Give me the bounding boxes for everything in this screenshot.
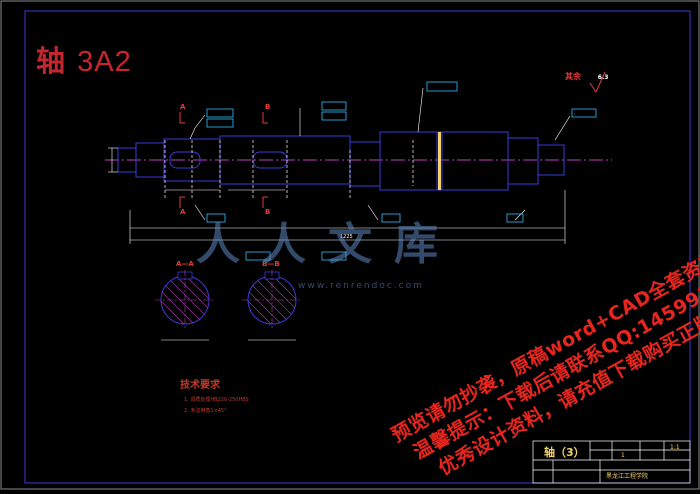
tolerance-frames [206,81,597,261]
section-title-a: A—A [176,260,194,268]
collar-highlight [438,132,441,190]
shaft-outline [117,131,565,191]
section-label-b-top: B [265,103,271,111]
section-view-a [155,270,215,341]
surface-note: 其余 6.3 [565,71,608,82]
section-view-b [242,270,302,341]
roughness-icon [589,71,606,94]
section-marker-b-top [262,112,268,124]
section-title-b: B—B [262,260,280,268]
surface-note-value: 6.3 [597,74,609,81]
watermark-logo: 人人文库 [196,219,460,270]
section-label-b-bottom: B [265,208,271,216]
section-marker-b-bottom [262,196,268,208]
surface-note-label: 其余 [565,72,581,81]
drawing-title: 轴 3A2 [36,38,132,80]
title-glyph: 轴 [36,44,67,78]
leader-lines [189,87,571,221]
overall-length-dim: 1225 [340,234,353,240]
section-marker-a-bottom [179,196,185,208]
title-block-scale: 1:1 [670,444,680,451]
tech-requirement-2: 2. 未注倒角1×45° [184,408,227,414]
title-block-part-name: 轴（3） [544,446,585,459]
shaft-step-8 [537,144,565,176]
title-block-school: 黑龙江工程学院 [606,473,649,480]
watermark-site: www.renrendoc.com [298,281,424,291]
tech-requirement-1: 1. 调质处理HB220-250HBS [184,397,249,403]
section-label-a-top: A [180,103,186,111]
keyway-a [169,151,201,169]
detail-lines [164,140,414,200]
dimension-lines [108,147,566,244]
shaft-step-6 [379,131,509,191]
tech-requirements-title: 技术要求 [180,380,220,391]
title-block-quantity: 1 [621,452,625,459]
section-label-a-bottom: A [180,208,186,216]
drawing-border [24,10,691,484]
section-markers [179,112,268,208]
section-marker-a-top [179,112,185,124]
shaft-step-5 [349,141,381,187]
title-block [532,440,691,484]
title-id: 3A2 [77,46,132,78]
shaft-step-7 [507,137,539,185]
